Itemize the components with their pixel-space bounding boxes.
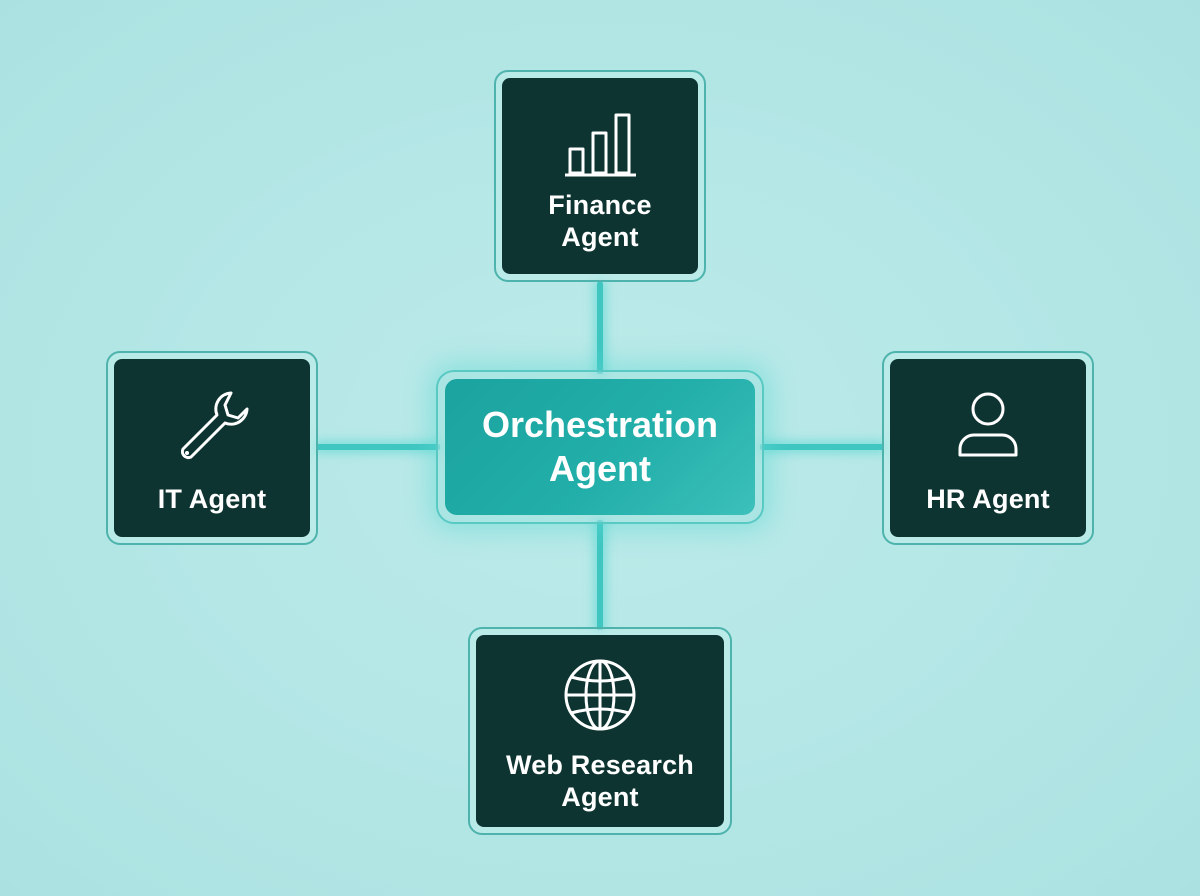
finance-agent-label: Finance Agent [548, 190, 652, 252]
hr-agent-card: HR Agent [890, 359, 1086, 537]
connector-it [316, 444, 440, 450]
globe-icon [564, 659, 636, 731]
orchestration-agent-node[interactable]: Orchestration Agent [436, 370, 764, 524]
orchestration-agent-card: Orchestration Agent [445, 379, 755, 515]
it-agent-label: IT Agent [157, 484, 267, 514]
finance-agent-node[interactable]: Finance Agent [494, 70, 706, 282]
it-agent-node[interactable]: IT Agent [106, 351, 318, 545]
it-agent-card: IT Agent [114, 359, 310, 537]
web-research-agent-card: Web Research Agent [476, 635, 724, 827]
user-icon [958, 392, 1018, 457]
orchestration-agent-label: Orchestration Agent [481, 404, 719, 489]
bar-chart-icon [565, 113, 636, 177]
connector-hr [760, 444, 884, 450]
wrench-icon [180, 391, 249, 460]
connector-web-research [597, 520, 603, 630]
web-research-agent-label: Web Research Agent [506, 750, 694, 812]
finance-agent-card: Finance Agent [502, 78, 698, 274]
web-research-agent-node[interactable]: Web Research Agent [468, 627, 732, 835]
hr-agent-label: HR Agent [926, 484, 1050, 514]
hr-agent-node[interactable]: HR Agent [882, 351, 1094, 545]
connector-finance [597, 282, 603, 374]
